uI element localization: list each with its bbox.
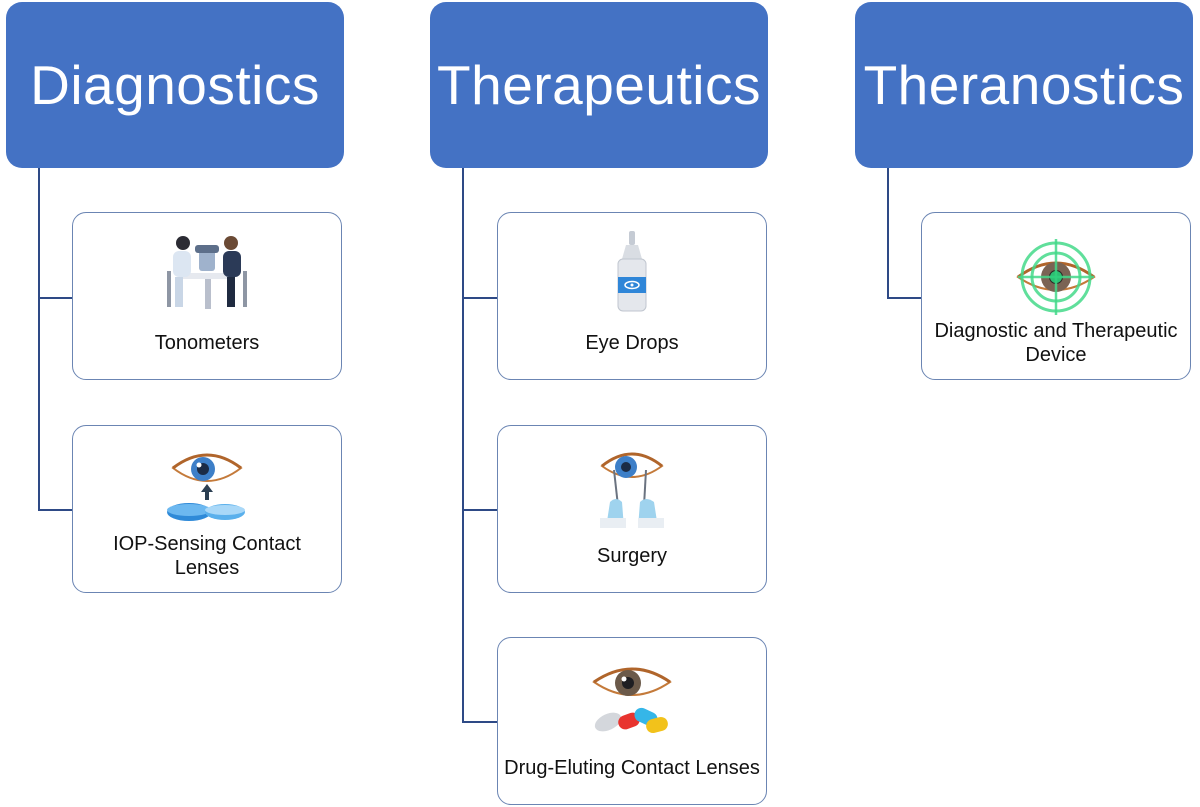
header-diagnostics: Diagnostics [6,2,344,168]
header-therapeutics: Therapeutics [430,2,768,168]
card-label: Tonometers [154,332,260,354]
connector-branch-tonometers [38,297,73,299]
card-label: Eye Drops [585,332,679,354]
connector-branch-device [887,297,922,299]
contact-lens-eye-icon [73,440,341,530]
card-tonometers: Tonometers [72,212,342,380]
connector-trunk-therapeutics [462,168,464,723]
connector-trunk-theranostics [887,168,889,299]
eye-pills-icon [498,652,766,742]
card-label: IOP-Sensing Contact Lenses [113,533,301,579]
eye-exam-icon [73,227,341,317]
connector-branch-eye-drops [462,297,497,299]
card-eye-drops: Eye Drops [497,212,767,380]
connector-branch-drug-eluting [462,721,497,723]
card-surgery: Surgery [497,425,767,593]
eye-drops-bottle-icon [498,227,766,317]
card-diagnostic-therapeutic-device: Diagnostic and Therapeutic Device [921,212,1191,380]
card-label: Surgery [596,545,668,567]
connector-branch-iop-lenses [38,509,73,511]
eye-surgery-icon [498,440,766,530]
card-drug-eluting-lenses: Drug-Eluting Contact Lenses [497,637,767,805]
card-label: Drug-Eluting Contact Lenses [504,757,760,779]
header-theranostics: Theranostics [855,2,1193,168]
eye-target-icon [922,227,1190,317]
connector-branch-surgery [462,509,497,511]
card-label: Diagnostic and Therapeutic Device [934,320,1178,366]
card-iop-sensing-lenses: IOP-Sensing Contact Lenses [72,425,342,593]
connector-trunk-diagnostics [38,168,40,511]
